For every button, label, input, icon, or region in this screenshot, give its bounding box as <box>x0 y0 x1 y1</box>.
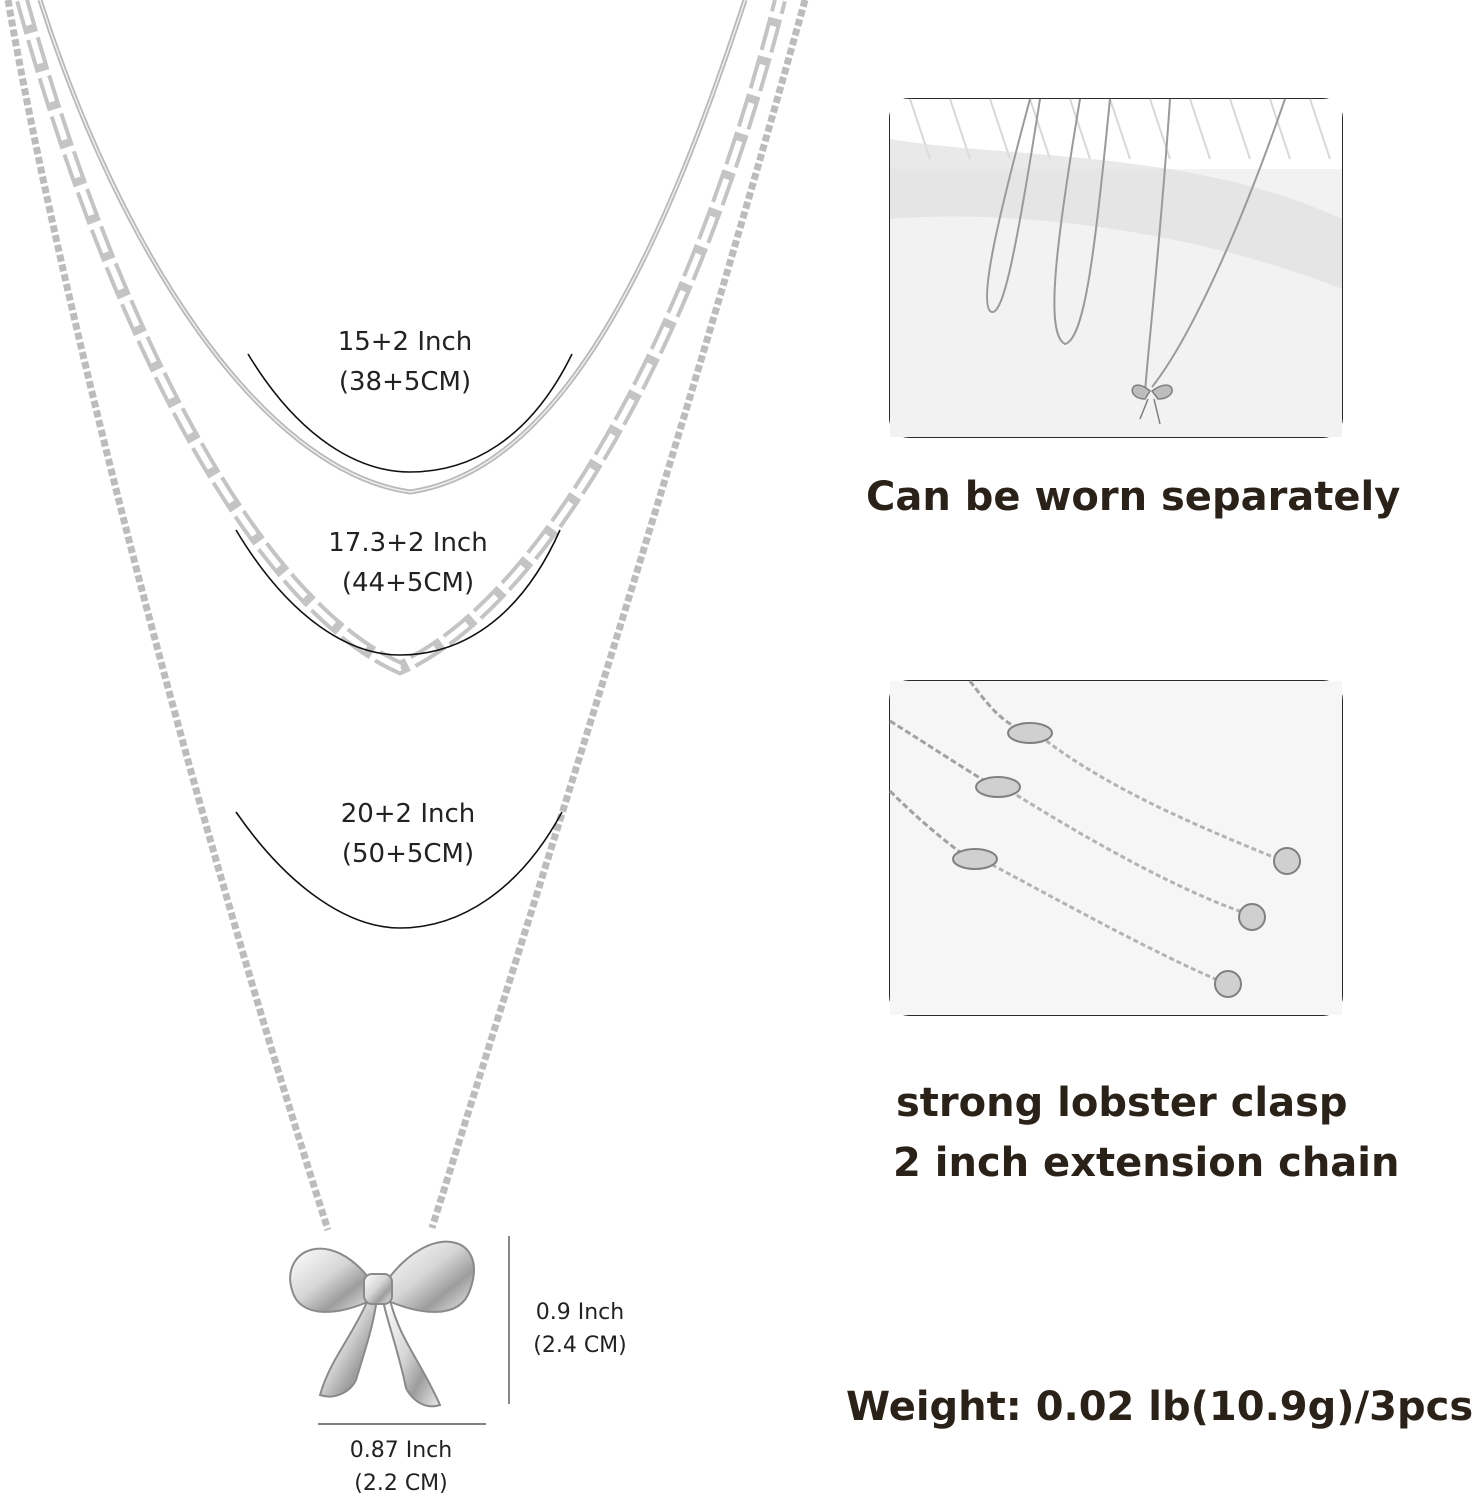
layered-necklace-illustration <box>4 0 809 1425</box>
clasp-caption-line-1: strong lobster clasp <box>896 1080 1348 1126</box>
length-inch-text: 17.3+2 Inch <box>328 528 488 558</box>
length-inch-text: 20+2 Inch <box>340 799 476 829</box>
weight-caption: Weight: 0.02 lb(10.9g)/3pcs <box>846 1384 1473 1430</box>
length-label-15-inch: 15+2 Inch (38+5CM) <box>275 322 535 402</box>
length-arc-20-inch <box>235 811 563 929</box>
paperclip-chain-17-inch <box>15 0 787 676</box>
length-cm-text: (50+5CM) <box>341 839 475 869</box>
length-arc-15-inch <box>247 353 573 473</box>
pendant-height-label: 0.9 Inch (2.4 CM) <box>500 1296 660 1362</box>
pendant-width-label: 0.87 Inch (2.2 CM) <box>321 1434 481 1500</box>
length-cm-text: (38+5CM) <box>338 367 472 397</box>
pendant-width-cm: (2.2 CM) <box>354 1471 448 1496</box>
pendant-height-cm: (2.4 CM) <box>533 1333 627 1358</box>
length-label-17-inch: 17.3+2 Inch (44+5CM) <box>278 523 538 603</box>
lobster-clasp-photo <box>888 680 1343 1016</box>
length-inch-text: 15+2 Inch <box>337 327 473 357</box>
snake-chain-15-inch <box>37 0 748 495</box>
length-cm-text: (44+5CM) <box>341 568 475 598</box>
curb-chain-20-inch <box>4 0 809 1232</box>
pendant-width-inch: 0.87 Inch <box>349 1438 453 1463</box>
pendant-height-inch: 0.9 Inch <box>535 1300 625 1325</box>
length-label-20-inch: 20+2 Inch (50+5CM) <box>278 794 538 874</box>
bow-pendant <box>289 1240 475 1408</box>
length-arc-17-inch <box>235 529 561 656</box>
clasp-caption-line-2: 2 inch extension chain <box>893 1140 1400 1186</box>
separate-necklaces-photo <box>889 98 1343 438</box>
separate-caption: Can be worn separately <box>866 474 1401 520</box>
